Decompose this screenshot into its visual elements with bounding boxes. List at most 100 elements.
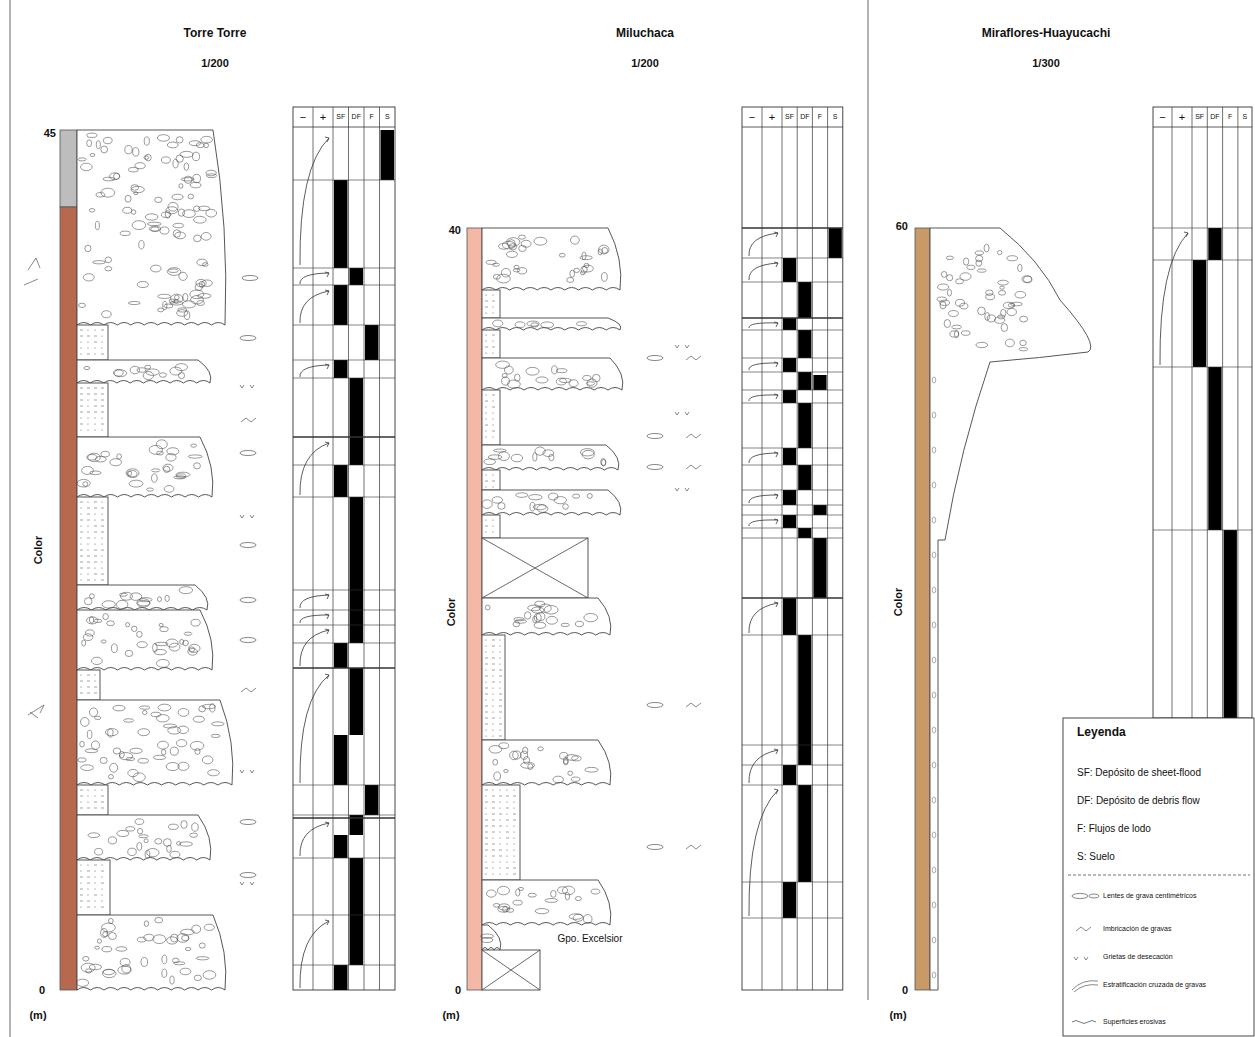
silt-mark [499, 814, 502, 815]
silt-mark [80, 394, 83, 395]
gravel-clast [92, 657, 103, 664]
gravel-clast [128, 769, 138, 776]
scale-label: 1/200 [631, 57, 659, 69]
covered-interval [482, 950, 540, 990]
silt-mark [87, 556, 90, 557]
crack-symbol [240, 515, 254, 518]
gravel-clast [960, 303, 968, 309]
gravel-clast [190, 182, 201, 188]
gravel-clast [83, 634, 93, 641]
table-rule [348, 107, 349, 990]
gravel-clast [553, 776, 564, 783]
silt-mark [499, 712, 502, 713]
gravel-clast [208, 770, 220, 776]
gravel-clast [102, 969, 116, 977]
silt-mark [80, 693, 83, 694]
gravel-clast [157, 597, 161, 602]
silt-mark [101, 400, 104, 401]
gravel-clast [165, 595, 169, 601]
sand-dot [80, 864, 81, 865]
table-rule [293, 268, 395, 269]
gravel-clast [556, 378, 566, 385]
sand-dot [499, 807, 500, 808]
silt-mark [492, 802, 495, 803]
gravel-clast [546, 616, 557, 624]
sand-dot [87, 405, 88, 406]
fine-bed [482, 515, 500, 538]
table-rule [782, 107, 783, 990]
gravel-clast [167, 268, 181, 276]
gravel-clast [932, 447, 936, 453]
gravel-clast [511, 454, 522, 462]
sand-dot [485, 645, 486, 646]
gravel-clast [998, 280, 1009, 285]
gravel-clast [149, 445, 162, 454]
gravel-clast [487, 890, 497, 897]
table-rule [293, 643, 395, 644]
silt-mark [101, 330, 104, 331]
gravel-clast [95, 221, 99, 229]
table-rule [742, 282, 843, 283]
gravel-clast [137, 642, 147, 648]
table-rule [1153, 228, 1252, 229]
gravel-clast [1003, 302, 1014, 308]
sand-dot [87, 399, 88, 400]
silt-mark [94, 693, 97, 694]
sand-dot [101, 900, 102, 901]
lens-symbol [1072, 894, 1088, 899]
fine-bed [77, 785, 108, 815]
axis-value: 0 [39, 984, 45, 996]
gravel-clast [128, 848, 137, 855]
gravel-clast [161, 749, 165, 755]
gravel-clast [480, 934, 493, 938]
gravel-clast [167, 845, 172, 852]
gravel-clast [90, 153, 95, 156]
sand-dot [499, 819, 500, 820]
gravel-clast [139, 706, 150, 709]
sand-dot [513, 801, 514, 802]
trend-arrow [300, 675, 329, 783]
gravel-clast [976, 255, 983, 261]
gravel-clast [960, 273, 971, 281]
silt-mark [513, 820, 516, 821]
sand-dot [94, 795, 95, 796]
sand-dot [80, 513, 81, 514]
gravel-clast [580, 449, 594, 456]
gravel-clast [199, 706, 206, 712]
gravel-clast [146, 369, 159, 375]
sand-dot [506, 801, 507, 802]
fine-bed [77, 497, 108, 585]
silt-mark [80, 502, 83, 503]
gravel-clast [484, 459, 496, 465]
trend-arrow [300, 823, 329, 856]
table-rule [1172, 107, 1173, 718]
trend-arrow [749, 495, 778, 503]
sand-dot [499, 843, 500, 844]
trend-arrow [325, 137, 329, 142]
gravel-clast [521, 240, 531, 247]
silt-mark [492, 718, 495, 719]
gravel-clast [492, 497, 503, 503]
gravel-clast [189, 141, 201, 146]
gravel-clast [932, 622, 936, 628]
table-rule [742, 465, 843, 466]
silt-mark [499, 850, 502, 851]
gravel-clast [158, 308, 164, 312]
gravel-clast [174, 962, 185, 965]
gravel-clast [130, 366, 139, 374]
sand-dot [492, 837, 493, 838]
gravel-clast [130, 748, 142, 753]
sand-dot [94, 882, 95, 883]
legend-entry: Estratificación cruzada de gravas [1103, 981, 1206, 989]
gravel-clast [155, 197, 162, 202]
sand-dot [485, 813, 486, 814]
gravel-clast [501, 268, 510, 277]
trend-arrow [300, 138, 329, 265]
gravel-clast [192, 925, 201, 933]
facies-bar [813, 375, 826, 390]
gravel-clast [202, 280, 213, 286]
gravel-clast [114, 370, 127, 377]
gravel-clast [506, 251, 517, 257]
silt-mark [485, 664, 488, 665]
lens-symbol [1089, 894, 1099, 898]
